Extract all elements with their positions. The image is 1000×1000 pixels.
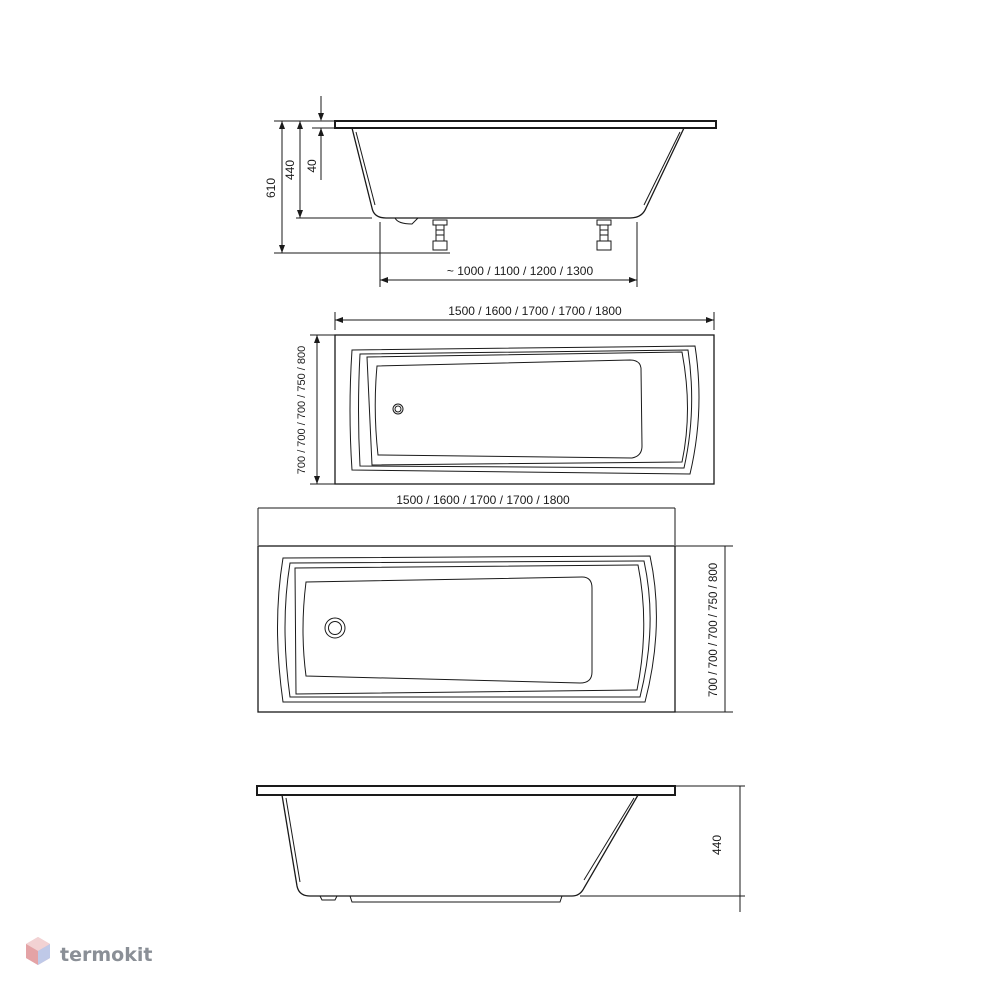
height-tub-label: 440 bbox=[283, 160, 297, 180]
top-view-1-length-label: 1500 / 1600 / 1700 / 1700 / 1800 bbox=[448, 304, 622, 318]
cube-icon bbox=[26, 937, 50, 965]
height-total-label: 610 bbox=[264, 178, 278, 198]
top-view-1-outline bbox=[334, 334, 715, 485]
side-view-with-legs: 610 440 40 ~ 1000 / 1100 / 1200 / 1300 bbox=[264, 96, 717, 287]
legs-span-label: ~ 1000 / 1100 / 1200 / 1300 bbox=[447, 264, 594, 278]
drain-hole-2 bbox=[324, 617, 346, 639]
tub-rim-bottom bbox=[256, 785, 676, 796]
leg-left bbox=[432, 219, 448, 251]
drain-hole-1 bbox=[392, 403, 404, 415]
termokit-logo: termokit bbox=[26, 937, 152, 966]
top-view-1: 1500 / 1600 / 1700 / 1700 / 1800 700 / 7… bbox=[296, 304, 715, 485]
tub-body-bottom bbox=[281, 794, 639, 897]
top-view-2-outline bbox=[257, 545, 676, 713]
top-view-2: 1500 / 1600 / 1700 / 1700 / 1800 700 / 7… bbox=[257, 493, 733, 713]
tub-body bbox=[351, 127, 685, 219]
rim-label: 40 bbox=[305, 159, 319, 173]
top-view-2-width-label: 700 / 700 / 700 / 750 / 800 bbox=[708, 563, 720, 697]
bottom-height-label: 440 bbox=[710, 835, 724, 855]
top-view-1-width-label: 700 / 700 / 700 / 750 / 800 bbox=[296, 346, 308, 474]
tub-rim bbox=[334, 120, 717, 129]
watermark-text: termokit bbox=[60, 944, 152, 966]
leg-right bbox=[596, 219, 612, 251]
side-view-bottom: 440 bbox=[256, 785, 745, 912]
top-view-2-length-label: 1500 / 1600 / 1700 / 1700 / 1800 bbox=[396, 493, 570, 507]
